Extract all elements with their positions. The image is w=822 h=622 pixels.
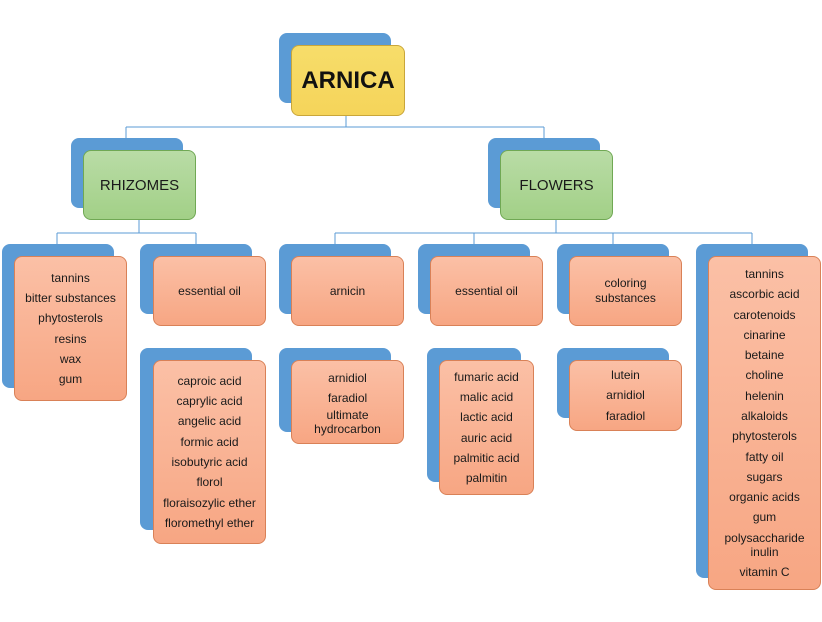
list-item: carotenoids [733,307,796,322]
list-item: betaine [744,348,785,363]
list-item: malic acid [459,389,514,404]
coloring-components-box: lutein arnidiol faradiol [569,360,682,431]
list-item: floraisozylic ether [163,495,256,510]
list-item: choline [745,368,784,383]
list-item: bitter substances [25,290,116,305]
list-item: organic acids [729,490,800,505]
arnicin-components-box: arnidiol faradiol ultimate hydrocarbon [291,360,404,444]
rhizomes-label: RHIZOMES [99,176,180,194]
list-item: cinarine [743,327,786,342]
list-item: palmitic acid [453,450,520,465]
list-item: angelic acid [177,414,242,429]
list-item: vitamin C [739,564,790,579]
list-item: ascorbic acid [729,287,800,302]
list-item: lutein [611,368,640,383]
rhizomes-essential-oil-label: essential oil [178,283,241,298]
list-item: alkaloids [741,409,788,423]
flowers-label: FLOWERS [519,176,594,194]
list-item: florol [196,475,223,490]
list-item: faradiol [605,408,646,423]
arnicin-label: arnicin [329,283,366,298]
arnicin-box: arnicin [291,256,404,326]
list-item: formic acid [180,434,239,449]
list-item: phytosterols [38,311,103,326]
coloring-substances-label: coloring substances [595,276,656,305]
list-item: tannins [51,270,90,285]
list-item: isobutyric acid [171,455,248,469]
list-item: polysaccharide inulin [724,530,805,559]
list-item: tannins [745,266,784,281]
flowers-essential-oil-box: essential oil [430,256,543,326]
flowers-oil-components-box: fumaric acid malic acid lactic acid auri… [439,360,534,495]
list-item: fatty oil [745,449,784,464]
list-item: gum [752,510,777,525]
rhizomes-constituents-box: tannins bitter substances phytosterols r… [14,256,127,401]
rhizomes-oil-components-box: caproic acid caprylic acid angelic acid … [153,360,266,544]
list-item: floromethyl ether [164,515,255,530]
list-item: arnidiol [606,388,645,403]
list-item: ultimate hydrocarbon [314,408,381,437]
flowers-box: FLOWERS [500,150,613,220]
rhizomes-box: RHIZOMES [83,150,196,220]
list-item: wax [59,351,82,366]
list-item: fumaric acid [454,369,519,384]
list-item: lactic acid [460,410,513,425]
list-item: resins [54,331,87,346]
list-item: gum [58,372,83,387]
list-item: palmitin [465,471,508,486]
list-item: phytosterols [732,429,797,444]
list-item: arnidiol [328,370,367,385]
list-item: caprylic acid [176,394,243,409]
list-item: auric acid [460,430,513,445]
list-item: helenin [745,388,784,403]
rhizomes-essential-oil-box: essential oil [153,256,266,326]
list-item: sugars [746,469,783,484]
list-item: caproic acid [177,373,242,388]
root-label: ARNICA [301,66,395,94]
flowers-constituents-box: tannins ascorbic acid carotenoids cinari… [708,256,821,590]
flowers-essential-oil-label: essential oil [455,283,518,298]
root-box: ARNICA [291,45,405,116]
list-item: faradiol [327,391,368,405]
coloring-substances-box: coloring substances [569,256,682,326]
